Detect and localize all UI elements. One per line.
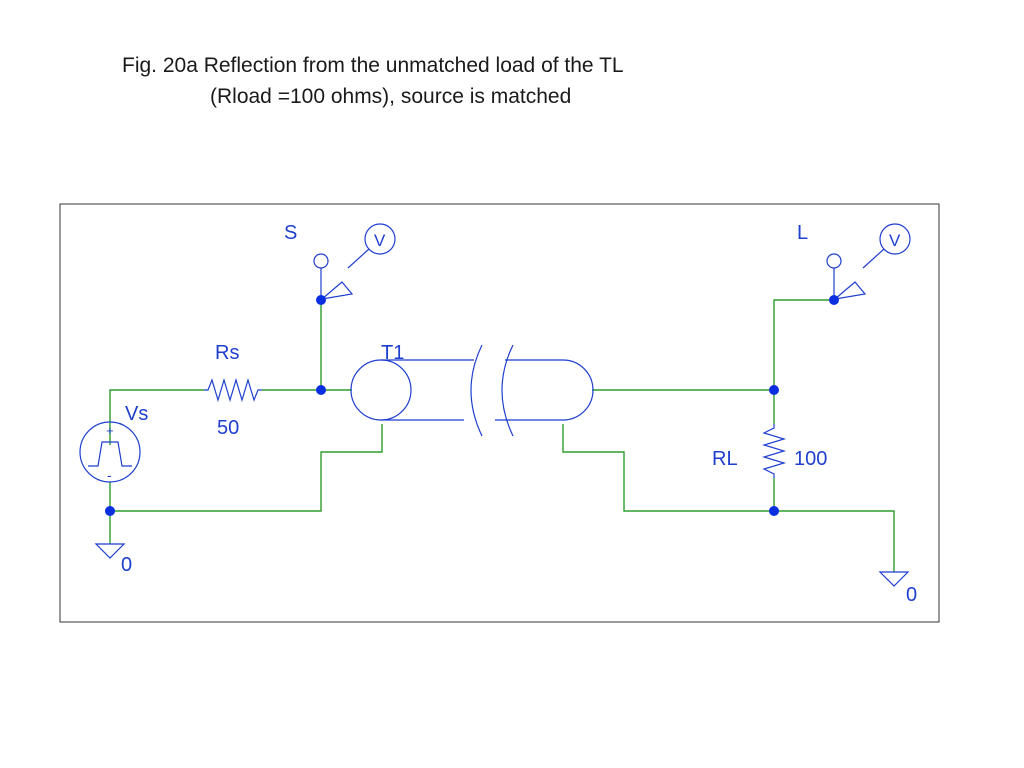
- node-l: [829, 295, 839, 305]
- rl-name-label: RL: [712, 448, 738, 470]
- ground-right-label: 0: [906, 584, 917, 606]
- probe-l-symbol: V: [889, 231, 901, 250]
- pulse-source-icon: [79, 421, 141, 483]
- node-source-junction: [316, 385, 326, 395]
- transmission-line-icon: [350, 344, 594, 437]
- probe-l-label: L: [797, 222, 808, 244]
- ground-left-icon: [94, 543, 126, 559]
- rl-value-label: 100: [794, 448, 827, 470]
- vs-name-label: Vs: [125, 403, 148, 425]
- nodes: [105, 295, 839, 516]
- node-ground-left: [105, 506, 115, 516]
- wire-ground-return-left: [109, 424, 383, 512]
- node-rl-ground: [769, 506, 779, 516]
- caption-line-2: (Rload =100 ohms), source is matched: [210, 85, 572, 108]
- t1-name-label: T1: [381, 342, 404, 364]
- voltage-probe-s-icon: [313, 223, 396, 300]
- resistor-rs-icon: [204, 377, 262, 403]
- wire-s-node: [320, 300, 352, 391]
- ground-right-icon: [878, 571, 910, 587]
- wire-ground-return-right: [562, 424, 895, 572]
- rs-value-label: 50: [217, 417, 239, 439]
- probe-s-label: S: [284, 222, 297, 244]
- wire-vs-to-rs: [109, 389, 204, 445]
- vs-plus-label: +: [106, 423, 114, 438]
- probe-s-symbol: V: [374, 231, 386, 250]
- node-load-junction: [769, 385, 779, 395]
- vs-minus-label: -: [107, 467, 112, 483]
- figure-caption: Fig. 20a Reflection from the unmatched l…: [122, 50, 624, 112]
- caption-line-1: Fig. 20a Reflection from the unmatched l…: [122, 54, 624, 77]
- ground-left-label: 0: [121, 554, 132, 576]
- rs-name-label: Rs: [215, 342, 239, 364]
- wire-load-probe: [773, 299, 834, 390]
- node-s: [316, 295, 326, 305]
- schematic-frame: [59, 203, 940, 623]
- voltage-probe-l-icon: [826, 223, 911, 300]
- resistor-rl-icon: [761, 424, 787, 478]
